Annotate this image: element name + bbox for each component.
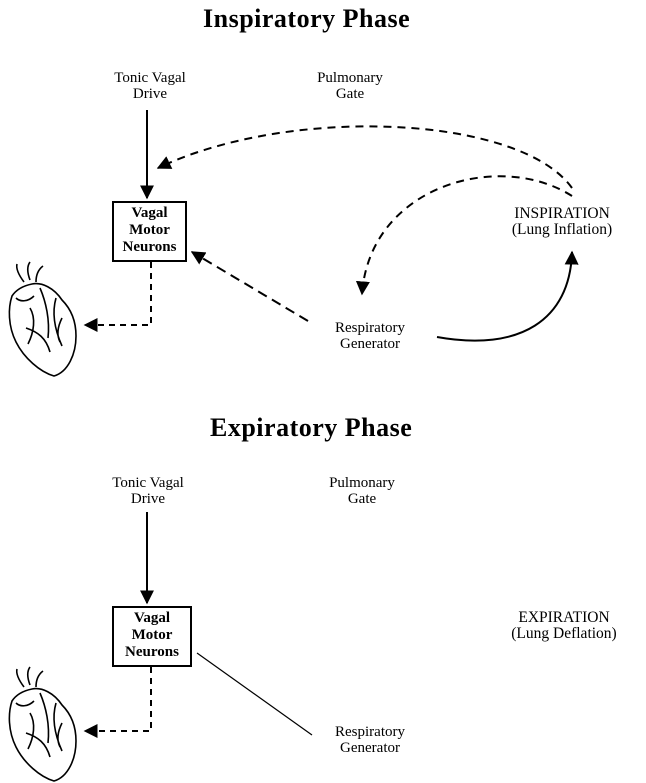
insp-generator-to-neurons (190, 251, 309, 322)
exp-vagal-motor-neurons-box: Vagal Motor Neurons (112, 606, 192, 667)
insp-respiratory-generator-label: Respiratory Generator (335, 320, 405, 352)
insp-phase-state-label: INSPIRATION (Lung Inflation) (511, 205, 613, 238)
heart-icon (8, 261, 77, 377)
exp-tonic-vagal-drive-label: Tonic Vagal Drive (112, 475, 184, 507)
inspiratory-title: Inspiratory Phase (203, 4, 411, 33)
exp-neurons-to-heart (83, 667, 152, 738)
insp-vagal-motor-neurons-box: Vagal Motor Neurons (112, 201, 187, 262)
insp-gate-arc (156, 125, 573, 189)
insp-pulmonary-gate-label: Pulmonary Gate (317, 70, 383, 102)
exp-pulmonary-gate-label: Pulmonary Gate (329, 475, 395, 507)
heart-icon (8, 666, 77, 782)
exp-respiratory-generator-label: Respiratory Generator (335, 724, 405, 756)
insp-feedback-arc (355, 175, 573, 296)
expiratory-title: Expiratory Phase (210, 413, 413, 442)
expiratory-connectors (83, 512, 313, 738)
exp-phase-state-label: EXPIRATION (Lung Deflation) (511, 609, 617, 642)
insp-generator-to-inspiration (436, 250, 579, 342)
exp-generator-to-neurons (196, 652, 313, 736)
insp-tonic-vagal-drive-label: Tonic Vagal Drive (114, 70, 186, 102)
inspiratory-connectors (83, 110, 579, 342)
insp-neurons-to-heart (83, 262, 152, 332)
